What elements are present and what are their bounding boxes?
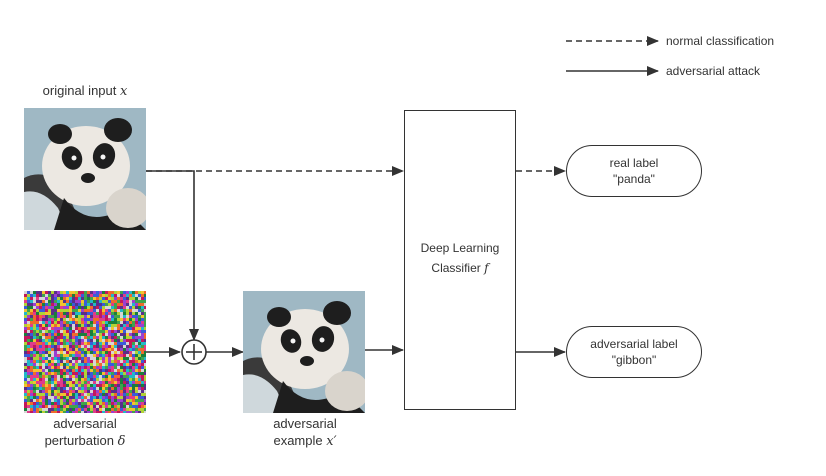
legend-dashed-label: normal classification [666, 34, 775, 48]
panda-photo [24, 108, 146, 230]
real-label-text: real label "panda" [609, 156, 659, 186]
adversarial-panda-image [243, 291, 365, 413]
adversarial-example-label: adversarial example x′ [273, 416, 337, 449]
original-to-plus-arrow [146, 170, 199, 341]
classifier-label: Deep Learning Classifier f [420, 241, 500, 275]
adversarial-label-text: adversarial label "gibbon" [590, 337, 678, 367]
circle-plus-icon [181, 339, 207, 365]
real-label-box [566, 145, 702, 197]
perturbation-label: adversarial perturbation δ [44, 416, 126, 449]
legend-solid-label: adversarial attack [666, 64, 761, 78]
panda-photo [243, 291, 365, 413]
original-panda-image [24, 108, 146, 230]
classifier-box [404, 110, 516, 410]
noise-pattern [24, 291, 146, 413]
adversarial-label-box [566, 326, 702, 378]
adversarial-perturbation-image [24, 291, 146, 413]
original-input-label: original input x [42, 83, 128, 99]
